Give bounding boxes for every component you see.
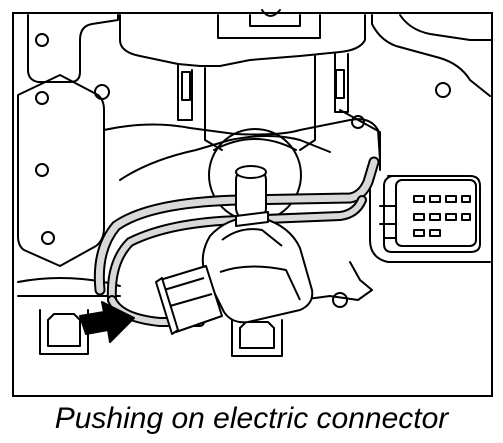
housing-body: [17, 9, 493, 357]
bolt-hole-center-right: [351, 115, 365, 129]
mounting-foot-left-inner: [47, 319, 81, 347]
mounting-foot-center-inner: [239, 327, 275, 349]
right-connector-housing: [369, 169, 491, 263]
lower-right-edge: [299, 289, 373, 301]
boss-rim: [213, 138, 297, 151]
connector-pin: [413, 213, 425, 221]
pillar-left-inner: [204, 67, 223, 151]
connector-plug-rib: [163, 277, 205, 291]
pillar-right-inner: [299, 55, 316, 151]
connector-edge: [219, 265, 301, 301]
top-right-bracket: [371, 14, 491, 97]
housing-inner-arc: [119, 135, 331, 181]
bolt-hole-top-left: [35, 33, 49, 47]
mounting-foot-center-top: [239, 321, 275, 329]
top-right-edge: [399, 14, 493, 41]
pillar-slot-left: [181, 71, 191, 101]
push-arrow-shape: [79, 301, 135, 343]
connector-pin: [413, 195, 425, 203]
connector-pin: [429, 195, 441, 203]
right-connector-pins: [413, 195, 471, 237]
sensor-shaft: [235, 165, 267, 221]
connector-lock-tab: [155, 277, 179, 335]
mounting-foot-center: [231, 319, 283, 357]
right-connector-frame: [383, 175, 481, 253]
top-center-mount: [119, 14, 366, 67]
connector-pin: [429, 229, 441, 237]
push-arrow-icon: [79, 301, 135, 343]
electric-connector: [155, 211, 314, 335]
connector-pin: [429, 213, 441, 221]
connector-pin: [461, 213, 471, 221]
connector-ridge: [221, 228, 283, 247]
top-center-block: [217, 14, 321, 39]
right-connector-face: [395, 179, 477, 247]
top-center-slot: [249, 14, 301, 27]
figure-caption: Pushing on electric connector: [54, 402, 449, 435]
bolt-hole-left-1: [35, 91, 49, 105]
connector-plug-rib: [169, 293, 213, 307]
top-center-notch: [261, 9, 281, 17]
lower-right-rib: [349, 261, 373, 291]
bolt-hole-left-2: [35, 163, 49, 177]
harness-wire-lower: [108, 197, 365, 303]
connector-pin: [461, 195, 471, 203]
housing-top-edge: [103, 118, 381, 161]
shaft-top: [235, 165, 267, 179]
connector-pin: [413, 229, 425, 237]
mounting-foot-left-top: [47, 313, 81, 321]
bolt-hole-left-3: [41, 231, 55, 245]
bolt-hole-lower-right: [332, 292, 348, 308]
top-left-bracket: [27, 14, 119, 83]
bolt-hole-top-right: [435, 82, 451, 98]
connector-pin: [445, 213, 457, 221]
connector-pin: [445, 195, 457, 203]
pillar-left-outer: [177, 63, 193, 121]
connector-top-latch: [235, 211, 269, 227]
pillar-slot-right: [335, 69, 345, 99]
harness-wire-upper: [95, 158, 378, 294]
